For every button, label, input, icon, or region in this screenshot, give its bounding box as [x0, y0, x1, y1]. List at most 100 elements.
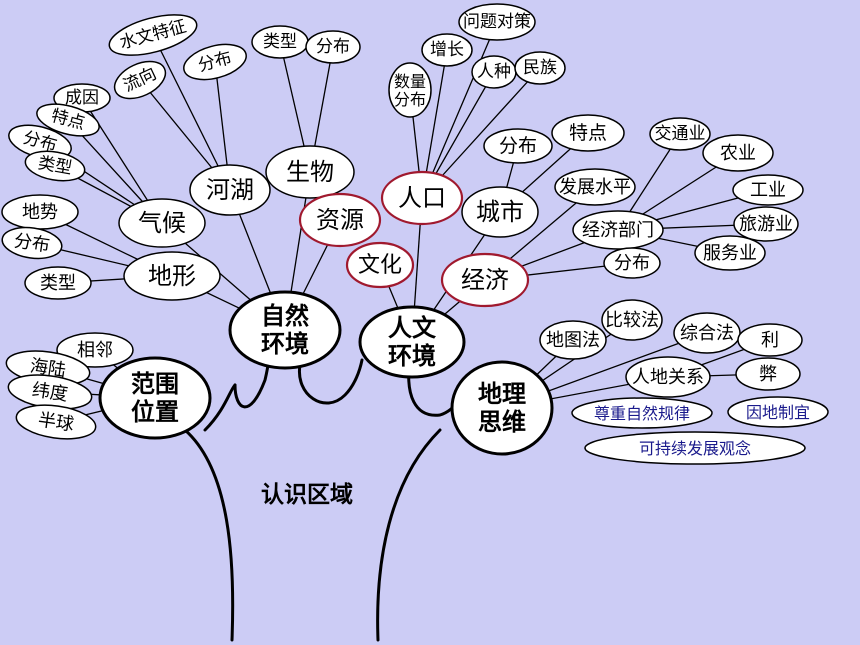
- node-weidu-label: 纬度: [31, 379, 70, 405]
- node-xianglin-shape: [56, 332, 134, 368]
- node-tedian: 特点: [36, 103, 100, 137]
- node-ziran-label: 自然环境: [261, 302, 309, 358]
- node-minzu-shape: [514, 51, 566, 85]
- node-banqiu-label: 半球: [37, 409, 76, 435]
- node-dx_leixing-shape: [24, 266, 92, 300]
- node-jingji-shape: [440, 252, 530, 308]
- node-zengzhang-label: 增长: [430, 40, 464, 60]
- node-yindi: 因地制宜: [727, 396, 829, 428]
- node-zunzhong: 尊重自然规律: [571, 397, 713, 429]
- node-fazhan: 发展水平: [554, 168, 636, 206]
- node-kechixu: 可持续发展观念: [584, 431, 806, 465]
- node-shuiwen-shape: [108, 14, 198, 56]
- node-cs_tedian: 特点: [551, 114, 625, 152]
- node-bumen-label: 经济部门: [582, 220, 654, 241]
- node-fazhan-shape: [554, 168, 636, 206]
- node-jiaotong-label: 交通业: [655, 124, 706, 144]
- edge-hehu-shuiwen: [152, 34, 231, 191]
- node-rendi-shape: [625, 356, 711, 398]
- node-siwei-label: 地理思维: [478, 380, 526, 436]
- node-sw_fenbu: 分布: [305, 30, 361, 64]
- node-jj_fenbu: 分布: [603, 247, 661, 279]
- node-zengzhang: 增长: [421, 33, 473, 67]
- node-hh_fenbu-shape: [183, 43, 247, 81]
- mind-map-nodes: 范围位置自然环境人文环境地理思维气候地形河湖生物资源人口城市文化经济相邻海陆纬度…: [1, 3, 829, 465]
- node-dishi-label: 地势: [22, 202, 58, 223]
- node-fanwei-shape: [98, 356, 212, 440]
- node-shengwu-shape: [265, 145, 355, 199]
- node-fuwu-label: 服务业: [703, 243, 757, 264]
- edge-renkou-wenti: [421, 21, 498, 199]
- node-ditu: 地图法: [539, 320, 607, 360]
- node-renkou-shape: [380, 170, 464, 226]
- node-fazhan-label: 发展水平: [559, 177, 631, 198]
- node-yindi-label: 因地制宜: [746, 403, 810, 422]
- node-lvyou: 旅游业: [733, 206, 799, 242]
- node-sw_fenbu-label: 分布: [316, 37, 350, 57]
- node-jj_fenbu-label: 分布: [614, 253, 650, 274]
- node-wenhua-shape: [345, 241, 415, 289]
- node-ziran-shape: [228, 290, 342, 370]
- node-jj_fenbu-shape: [603, 247, 661, 279]
- node-fanwei: 范围位置: [98, 356, 212, 440]
- node-jiaotong-shape: [649, 117, 711, 151]
- node-ditu-shape: [539, 320, 607, 360]
- node-shengwu: 生物: [265, 145, 355, 199]
- node-hh_fenbu: 分布: [183, 43, 247, 81]
- node-qh_leixing: 类型: [24, 150, 86, 182]
- node-renzhong-label: 人种: [477, 62, 511, 82]
- node-ziran: 自然环境: [228, 290, 342, 370]
- node-dishi: 地势: [1, 194, 79, 230]
- node-zengzhang-shape: [421, 33, 473, 67]
- node-ditu-label: 地图法: [546, 330, 600, 351]
- node-sw_fenbu-shape: [305, 30, 361, 64]
- node-xianglin-label: 相邻: [77, 340, 113, 361]
- node-dixing-shape: [123, 251, 221, 301]
- node-qihou: 气候: [118, 198, 206, 248]
- node-bi-label: 弊: [759, 364, 777, 385]
- node-zonghe-label: 综合法: [680, 323, 734, 344]
- node-bumen-shape: [572, 210, 664, 250]
- node-shuliang-label: 数量分布: [394, 71, 426, 108]
- tree-trunk: [183, 356, 462, 642]
- node-shuliang: 数量分布: [388, 62, 432, 118]
- node-renwen-label: 人文环境: [388, 314, 437, 370]
- node-rendi-label: 人地关系: [632, 367, 704, 388]
- node-banqiu: 半球: [15, 404, 97, 440]
- node-wenti-shape: [458, 3, 536, 41]
- node-hehu-shape: [189, 164, 271, 216]
- node-minzu: 民族: [514, 51, 566, 85]
- node-zonghe: 综合法: [673, 312, 741, 354]
- node-wenti-label: 问题对策: [463, 12, 531, 32]
- node-dx_leixing: 类型: [24, 266, 92, 300]
- node-lvyou-label: 旅游业: [739, 214, 793, 235]
- node-fanwei-label: 范围位置: [131, 370, 179, 426]
- node-jiaotong: 交通业: [649, 117, 711, 151]
- node-li: 利: [737, 323, 803, 357]
- node-renkou-label: 人口: [398, 184, 446, 212]
- node-banqiu-shape: [15, 404, 97, 440]
- node-chengshi-shape: [461, 186, 539, 238]
- node-ziyuan-label: 资源: [316, 206, 364, 234]
- node-gongye-shape: [732, 174, 804, 206]
- node-nongye-label: 农业: [720, 143, 756, 164]
- node-dx_fenbu: 分布: [1, 226, 63, 260]
- node-dixing-label: 地形: [148, 262, 196, 290]
- node-sw_leixing-label: 类型: [263, 32, 297, 52]
- node-gongye-label: 工业: [750, 180, 786, 201]
- node-bijiao-shape: [601, 299, 663, 341]
- node-nongye: 农业: [702, 134, 774, 172]
- node-bijiao-label: 比较法: [605, 310, 659, 331]
- node-dx_leixing-label: 类型: [40, 273, 76, 294]
- node-wenhua-label: 文化: [358, 253, 402, 278]
- node-cs_fenbu: 分布: [483, 128, 553, 164]
- node-kechixu-shape: [584, 431, 806, 465]
- node-dixing: 地形: [123, 251, 221, 301]
- node-qihou-shape: [118, 198, 206, 248]
- node-renwen: 人文环境: [358, 305, 466, 379]
- node-tedian-shape: [36, 103, 100, 137]
- node-gongye: 工业: [732, 174, 804, 206]
- node-ziyuan: 资源: [298, 192, 382, 248]
- node-dx_fenbu-shape: [1, 226, 63, 260]
- node-renzhong: 人种: [471, 55, 517, 89]
